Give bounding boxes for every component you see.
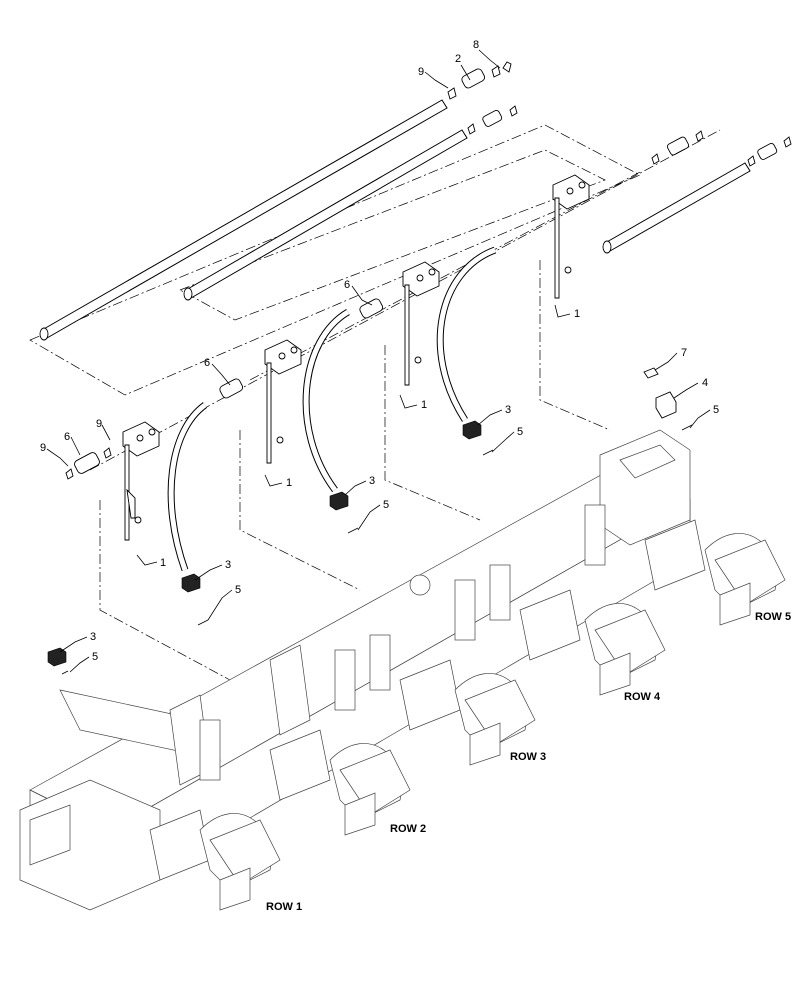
hose-row-4 (436, 246, 497, 422)
row-unit-3 (399, 659, 536, 766)
callout-1-b: 1 (286, 477, 292, 489)
callout-3-d: 3 (90, 631, 96, 643)
callout-1-d: 1 (574, 308, 580, 320)
rod-upper (39, 99, 448, 341)
row-unit-5 (644, 519, 786, 626)
callout-9-b: 9 (96, 418, 102, 430)
callout-1-a: 1 (160, 557, 166, 569)
callout-1-c: 1 (421, 399, 427, 411)
callout-5-b: 5 (383, 499, 389, 511)
bracket-1-b (264, 339, 302, 464)
coupler-top-1 (447, 61, 512, 100)
rod-right (602, 162, 751, 254)
hose-row-1 (23, 447, 112, 646)
callout-5-e: 5 (713, 404, 719, 416)
callout-3-a: 3 (225, 559, 231, 571)
callout-3-c: 3 (505, 404, 511, 416)
coupler-top-2 (467, 105, 518, 135)
callout-6-a: 6 (344, 279, 350, 291)
row-label-3: ROW 3 (510, 751, 546, 763)
hose-row-3 (302, 298, 384, 493)
callout-6-c: 6 (64, 431, 70, 443)
leader-lines (46, 49, 711, 673)
bracket-1-a (122, 421, 160, 541)
row-unit-4 (519, 589, 666, 696)
row-labels: ROW 1 ROW 2 ROW 3 ROW 4 ROW 5 (266, 611, 791, 913)
fitting-row-1 (47, 647, 69, 675)
fitting-row-2 (181, 573, 209, 626)
bracket-1-d (552, 174, 590, 299)
callout-6-b: 6 (204, 357, 210, 369)
callout-4: 4 (702, 377, 708, 389)
top-assembly (29, 61, 792, 396)
callout-2: 2 (455, 53, 461, 65)
fitting-row-4 (462, 420, 494, 456)
callout-9-top: 9 (418, 66, 424, 78)
row-label-4: ROW 4 (624, 691, 661, 703)
fitting-row-3 (329, 491, 359, 534)
callout-5-a: 5 (235, 584, 241, 596)
row-unit-1 (149, 809, 281, 911)
callout-7: 7 (681, 347, 687, 359)
row-label-2: ROW 2 (390, 823, 426, 835)
callout-3-b: 3 (369, 475, 375, 487)
coupler-right-1 (651, 130, 704, 165)
row-label-5: ROW 5 (755, 611, 791, 623)
callout-5-c: 5 (517, 426, 523, 438)
row-unit-2 (269, 729, 411, 836)
callout-9-c: 9 (40, 442, 46, 454)
callout-8: 8 (473, 39, 479, 51)
row-label-1: ROW 1 (266, 901, 302, 913)
rod-middle (183, 129, 468, 301)
callout-5-d: 5 (92, 651, 98, 663)
fitting-row-5 (643, 367, 693, 431)
coupler-right-2 (747, 136, 792, 167)
bracket-1-c (402, 261, 440, 386)
callouts: 8 2 9 6 6 9 6 9 1 1 1 1 3 3 3 3 5 5 5 5 … (40, 39, 719, 663)
